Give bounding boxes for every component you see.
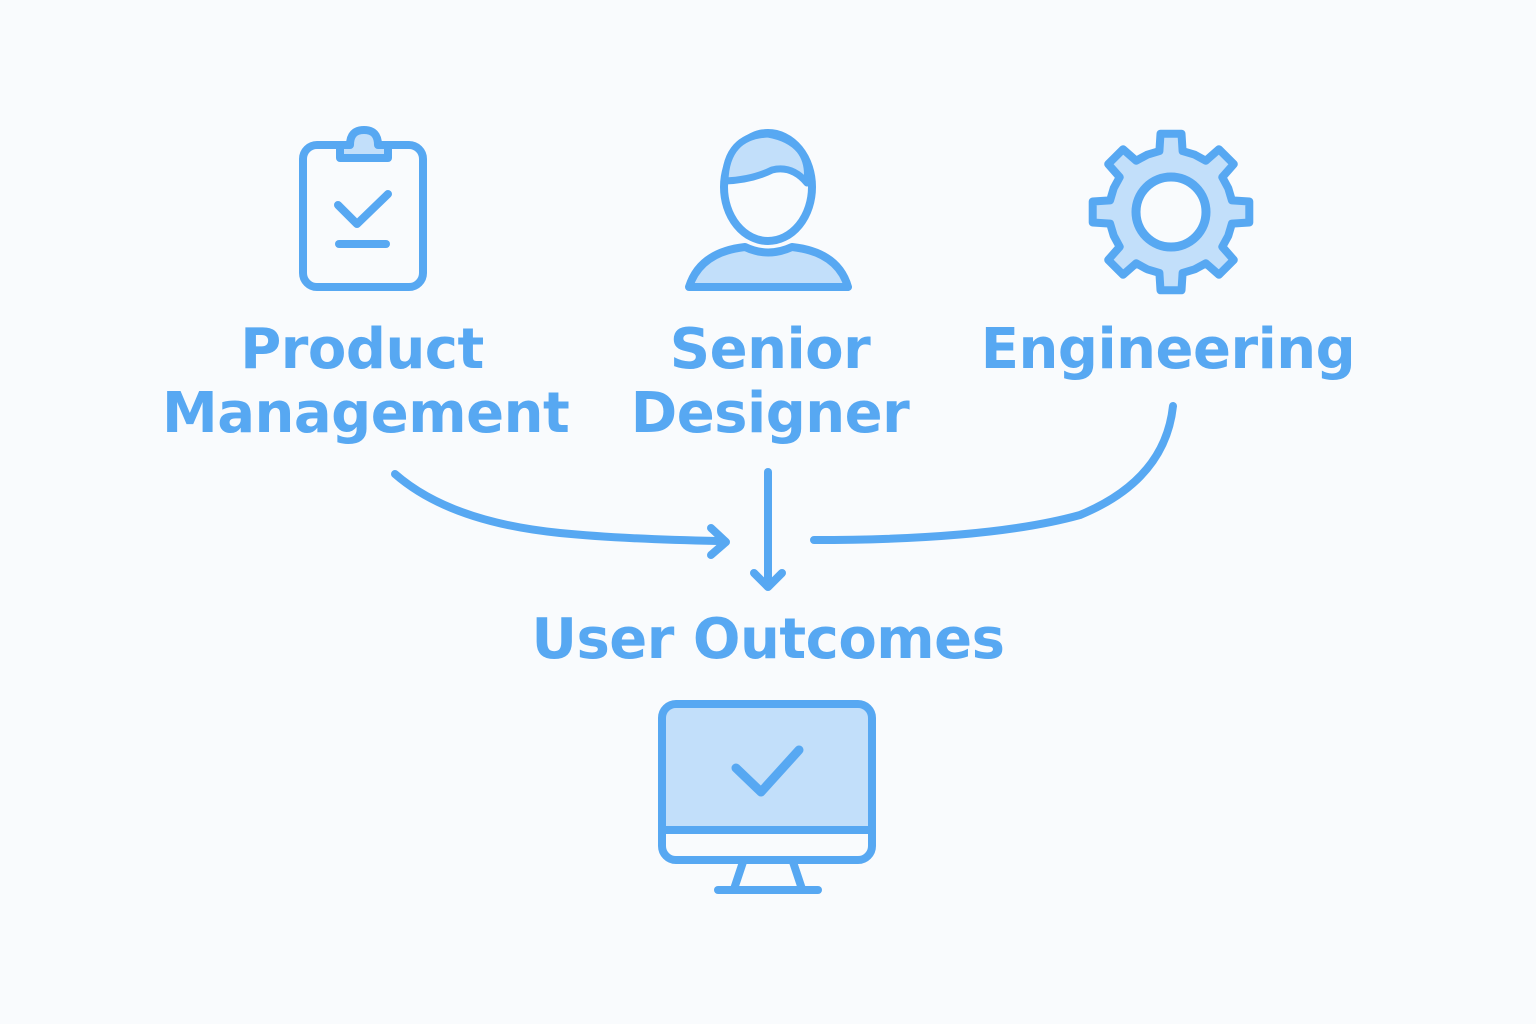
user-outcomes-label: User Outcomes <box>468 608 1068 672</box>
senior-designer-label-line2: Designer <box>630 381 910 446</box>
product-management-label-line2: Management <box>162 381 570 446</box>
person-icon <box>685 129 852 291</box>
connectors <box>391 402 1177 591</box>
edge-product-management-to-user-outcomes <box>391 470 722 545</box>
senior-designer-label-line1: Senior <box>669 317 871 382</box>
arrowhead-senior-designer <box>750 569 786 591</box>
gear-icon <box>1088 129 1254 295</box>
user-outcomes-label-line1: User Outcomes <box>531 607 1005 672</box>
edge-engineering-to-user-outcomes <box>810 402 1177 544</box>
senior-designer-label: Senior Designer <box>600 318 940 446</box>
monitor-check-icon <box>658 700 876 894</box>
clipboard-check-icon <box>299 126 427 291</box>
engineering-label: Engineering <box>968 318 1368 382</box>
arrowhead-product-management <box>707 524 730 559</box>
product-management-label-line1: Product <box>240 317 484 382</box>
product-management-label: Product Management <box>162 317 570 446</box>
engineering-label-line1: Engineering <box>980 317 1356 382</box>
